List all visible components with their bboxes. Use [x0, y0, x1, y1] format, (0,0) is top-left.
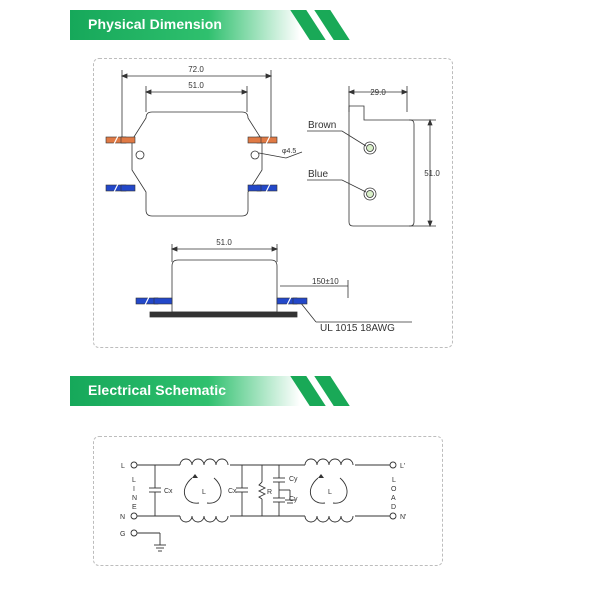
section-banner-physical: Physical Dimension: [70, 10, 360, 40]
section-banner-electrical: Electrical Schematic: [70, 376, 360, 406]
overall-width-label: 72.0: [188, 65, 204, 74]
side-depth-label: 29.0: [370, 88, 386, 97]
front-view-wires: [135, 296, 308, 306]
top-view-drawing: [120, 70, 303, 217]
wire-brown-label: Brown: [308, 120, 336, 131]
front-view-drawing: [149, 244, 412, 323]
bottom-width-label: 51.0: [216, 238, 232, 247]
lead-length-label: 150±10: [312, 277, 339, 286]
top-view-wires: [105, 135, 278, 193]
wire-blue-label: Blue: [308, 169, 328, 180]
electrical-schematic-panel: [93, 436, 443, 566]
side-height-label: 51.0: [424, 169, 440, 178]
banner-bar: [70, 376, 300, 406]
section-title-physical: Physical Dimension: [88, 16, 223, 32]
section-title-electrical: Electrical Schematic: [88, 382, 227, 398]
body-width-label: 51.0: [188, 81, 204, 90]
physical-dimension-panel: [93, 58, 453, 348]
wire-spec-label: UL 1015 18AWG: [320, 323, 395, 334]
side-view-drawing: [307, 86, 436, 228]
banner-bar: [70, 10, 300, 40]
hole-diameter-label: φ4.5: [282, 148, 296, 155]
